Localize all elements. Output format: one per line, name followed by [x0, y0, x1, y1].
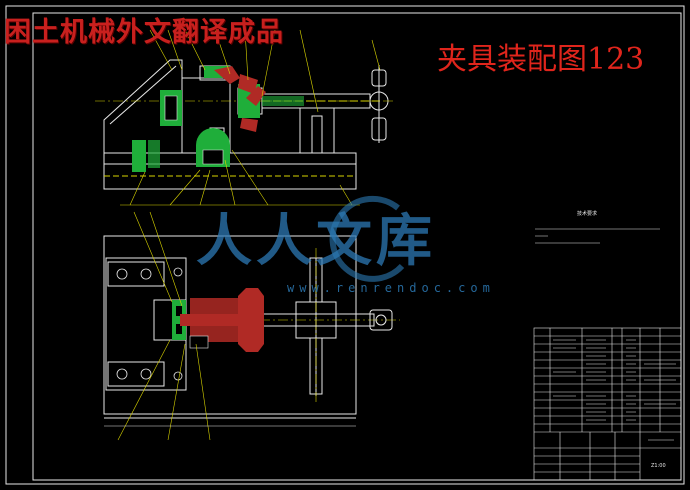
- watermark-url: www.renrendoc.com: [287, 281, 495, 295]
- top-view-parts: [172, 288, 264, 352]
- watermark-top-text: 困土机械外文翻译成品: [4, 17, 284, 48]
- top-view: [103, 235, 400, 419]
- titleblock-code: Z1:00: [651, 463, 666, 469]
- front-view-parts: [132, 66, 304, 172]
- outer-frame: [5, 5, 685, 485]
- top-view-bolts: [116, 267, 183, 381]
- drawing-title: 夹具装配图123: [437, 42, 645, 77]
- technical-notes-title: 技术要求: [577, 211, 598, 217]
- watermark-logo-text: 人人文库: [196, 209, 436, 274]
- top-view-leaders: [104, 211, 356, 441]
- front-view-leaders: [120, 29, 381, 206]
- inner-frame: [32, 12, 682, 481]
- watermark-ring: [329, 195, 405, 282]
- title-block-text: [553, 339, 676, 441]
- title-block: [533, 327, 682, 481]
- technical-notes: [535, 228, 660, 244]
